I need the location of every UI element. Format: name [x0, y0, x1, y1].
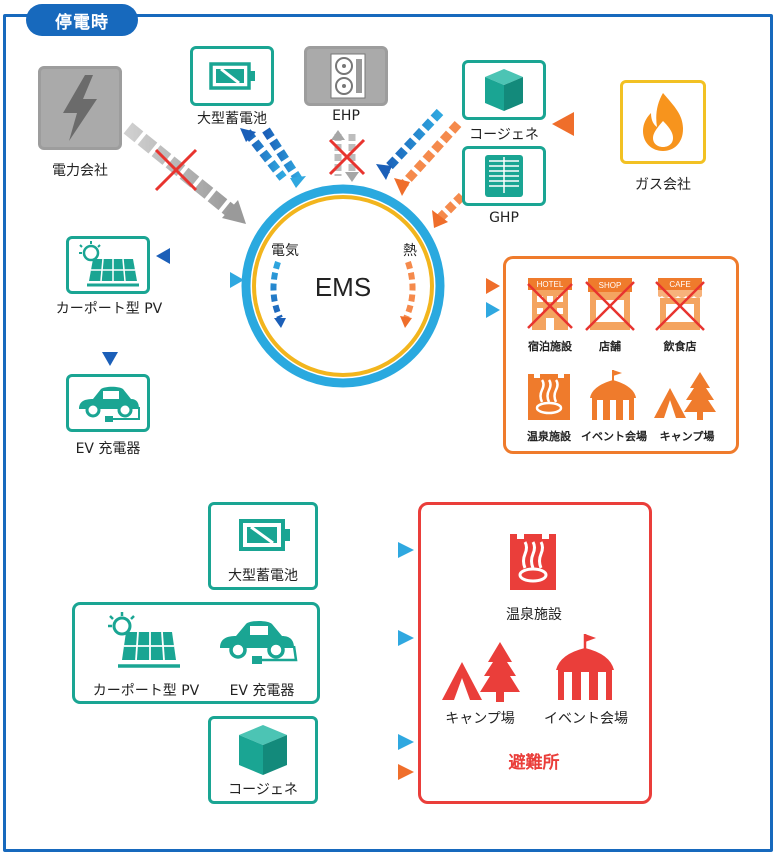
power-company-label: 電力会社 [52, 163, 108, 179]
shop-label: 店舗 [599, 340, 621, 353]
hotel-icon: HOTEL [527, 278, 573, 330]
event-label: イベント会場 [581, 430, 647, 443]
mode-tag: 停電時 [26, 4, 138, 36]
battery-label: 大型蓄電池 [197, 111, 267, 127]
camp-label: キャンプ場 [659, 430, 715, 443]
arrow-ehp-ems [331, 130, 359, 182]
shelter-event-tent-icon [556, 634, 614, 700]
onsen-label: 温泉施設 [527, 430, 571, 443]
shelter-box [418, 502, 652, 804]
shelter-camp-label: キャンプ場 [445, 711, 515, 727]
arrow-ems-elec-facilities [446, 302, 500, 318]
gas-company-box [620, 80, 706, 164]
cogen-label: コージェネ [469, 127, 539, 143]
cube-icon [485, 69, 523, 111]
ev-box [66, 374, 150, 432]
arrow-pv-ev-shelter [322, 630, 414, 646]
arrow-ghp-ems [432, 192, 466, 228]
electric-arc [270, 261, 286, 328]
onsen-icon [528, 374, 570, 420]
cafe-icon: CAFE [655, 278, 705, 331]
power-company-box [38, 66, 122, 150]
ehp-box [304, 46, 388, 106]
camp-icon [654, 372, 716, 420]
bottom-ev-car-icon [220, 621, 298, 664]
cross-power-company [154, 148, 198, 192]
shop-sign: SHOP [599, 281, 622, 290]
lightning-icon [63, 75, 97, 141]
ems-heat-label: 熱 [403, 243, 417, 259]
cafe-sign: CAFE [669, 280, 690, 289]
bottom-solar-panel-icon [108, 612, 180, 668]
arrow-gas-cogen [552, 112, 620, 136]
heat-arc [400, 261, 416, 328]
bottom-cube-icon [239, 725, 287, 775]
restaurant-label: 飲食店 [663, 340, 697, 353]
solar-panel-icon [79, 241, 139, 287]
flame-icon [643, 93, 683, 151]
ev-car-icon [79, 386, 140, 422]
arrow-battery-ems [240, 127, 306, 188]
bottom-battery-label: 大型蓄電池 [228, 568, 298, 584]
pv-label: カーポート型 PV [55, 301, 163, 317]
arrow-battery-shelter [322, 542, 414, 558]
ghp-unit-icon [485, 155, 523, 197]
bottom-pv-label: カーポート型 PV [92, 683, 200, 699]
arrow-cogen-shelter-elec [322, 734, 414, 750]
arrow-ems-heat-facilities [446, 278, 500, 294]
shelter-event-label: イベント会場 [544, 711, 628, 727]
shelter-onsen-icon [510, 534, 556, 590]
shelter-title: 避難所 [508, 753, 560, 773]
battery-box [190, 46, 274, 106]
cogen-box [462, 60, 546, 120]
bottom-battery-box: 大型蓄電池 [208, 502, 318, 590]
arrow-pv-to-ev [102, 326, 118, 366]
shop-icon: SHOP [585, 278, 635, 331]
outage-frame [3, 14, 773, 852]
gas-company-label: ガス会社 [635, 177, 691, 193]
ehp-label: EHP [332, 108, 360, 124]
arrow-ems-to-pv [156, 248, 244, 264]
hotel-label: 宿泊施設 [528, 340, 572, 353]
shelter-camp-icon [442, 642, 520, 702]
bottom-cogen-box: コージェネ [208, 716, 318, 804]
battery-icon [209, 62, 255, 90]
hotel-sign: HOTEL [537, 280, 564, 289]
ems-label: EMS [314, 272, 372, 302]
arrow-cogen-shelter-heat [322, 764, 414, 780]
facilities-box [503, 256, 739, 454]
bottom-cogen-label: コージェネ [228, 782, 298, 798]
arrow-pv-to-ems [156, 272, 244, 288]
ems-circle [241, 184, 445, 388]
shelter-onsen-label: 温泉施設 [506, 607, 562, 623]
bottom-battery-icon [239, 519, 290, 551]
bottom-ev-label: EV 充電器 [229, 683, 295, 699]
arrow-cogen-ems [376, 108, 462, 196]
ev-label: EV 充電器 [75, 441, 141, 457]
ghp-label: GHP [489, 210, 519, 226]
arrow-power-company [123, 122, 246, 224]
ghp-box [462, 146, 546, 206]
event-tent-icon [590, 370, 636, 420]
cross-ehp [328, 138, 366, 176]
pv-box [66, 236, 150, 294]
ems-electric-label: 電気 [271, 243, 299, 259]
bottom-pv-ev-box [72, 602, 320, 704]
ehp-unit-icon [330, 53, 366, 99]
